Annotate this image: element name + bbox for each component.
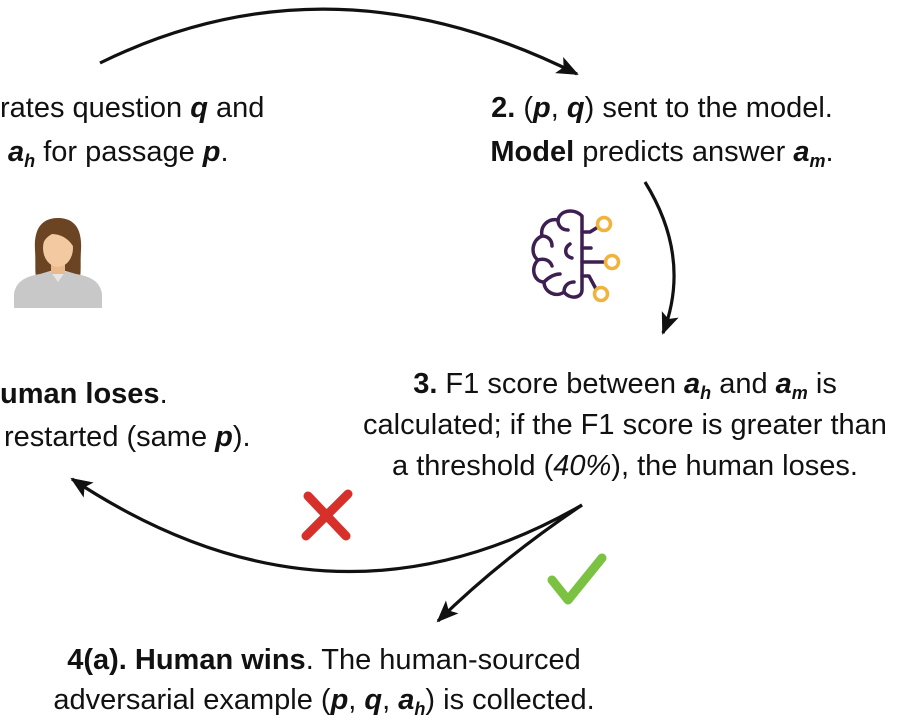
subscript-m: m: [791, 383, 808, 403]
threshold-value: 40%: [553, 450, 612, 482]
text-segment: and: [711, 368, 776, 400]
variable-a: a: [684, 368, 701, 400]
variable-a: a: [398, 684, 415, 716]
step1-line-2: ah for passage p.: [0, 130, 300, 174]
brain-circuit-icon: [531, 209, 621, 303]
text-segment: .: [220, 136, 229, 168]
step3-description: 3. F1 score between ah and am is calcula…: [332, 364, 918, 487]
step3-line-1: 3. F1 score between ah and am is: [332, 364, 918, 405]
arrow-step1-to-step2: [99, 7, 579, 76]
step3-line-3: a threshold (40%), the human loses.: [332, 446, 918, 487]
text-segment: adversarial example (: [53, 684, 331, 716]
step3-line-2: calculated; if the F1 score is greater t…: [332, 405, 918, 446]
subscript-h: h: [414, 699, 426, 719]
step2-line-2: Model predicts answer am.: [430, 130, 894, 174]
step-number: 2.: [491, 92, 516, 124]
text-segment: ) is collected.: [425, 684, 595, 716]
text-segment: ,: [550, 92, 567, 124]
variable-a: a: [793, 136, 810, 168]
text-segment: ,: [348, 684, 365, 716]
step1-description: rates question q and ah for passage p.: [0, 86, 300, 174]
text-segment: and: [207, 92, 265, 124]
text-segment: calculated; if the F1 score is greater t…: [363, 409, 887, 441]
text-segment: ,: [382, 684, 399, 716]
step-number: 3.: [413, 368, 438, 400]
text-segment: .: [159, 378, 168, 410]
text-segment: ) sent to the model.: [584, 92, 833, 124]
text-segment: ).: [232, 421, 251, 453]
step4b-line-1: uman loses.: [0, 373, 300, 416]
text-segment: predicts answer: [574, 136, 794, 168]
text-segment: F1 score between: [437, 368, 685, 400]
variable-p: p: [533, 92, 551, 124]
arrow-step2-to-step3: [643, 181, 679, 335]
step1-line-1: rates question q and: [0, 86, 300, 130]
model-label: Model: [490, 136, 575, 168]
variable-q: q: [190, 92, 208, 124]
text-segment: ), the human loses.: [611, 450, 858, 482]
variable-p: p: [202, 136, 221, 168]
text-segment: .: [825, 136, 834, 168]
text-segment: is: [807, 368, 837, 400]
text-segment: rates question: [0, 92, 191, 124]
variable-q: q: [566, 92, 585, 124]
variable-a: a: [775, 368, 792, 400]
variable-p: p: [330, 684, 349, 716]
variable-q: q: [364, 684, 383, 716]
human-wins-label: 4(a). Human wins: [67, 644, 306, 676]
green-check-icon: [547, 553, 607, 605]
human-loses-label: uman loses: [0, 378, 160, 410]
text-segment: (: [515, 92, 534, 124]
text-segment: . The human-sourced: [305, 644, 581, 676]
subscript-h: h: [24, 151, 36, 171]
text-segment: restarted (same: [4, 421, 216, 453]
text-segment: a threshold (: [392, 450, 554, 482]
step4b-line-2: restarted (same p).: [0, 416, 300, 459]
step4b-description: uman loses. restarted (same p).: [0, 373, 300, 459]
red-x-icon: [301, 489, 353, 541]
subscript-h: h: [700, 383, 712, 403]
person-avatar-icon: [14, 218, 102, 308]
step4a-line-2: adversarial example (p, q, ah) is collec…: [0, 680, 648, 720]
step4a-line-1: 4(a). Human wins. The human-sourced: [0, 640, 648, 680]
text-segment: for passage: [35, 136, 203, 168]
subscript-m: m: [809, 151, 826, 171]
step2-line-1: 2. (p, q) sent to the model.: [430, 86, 894, 130]
variable-p: p: [215, 421, 233, 453]
step4a-description: 4(a). Human wins. The human-sourced adve…: [0, 640, 648, 720]
variable-a: a: [8, 136, 25, 168]
step2-description: 2. (p, q) sent to the model. Model predi…: [430, 86, 894, 174]
